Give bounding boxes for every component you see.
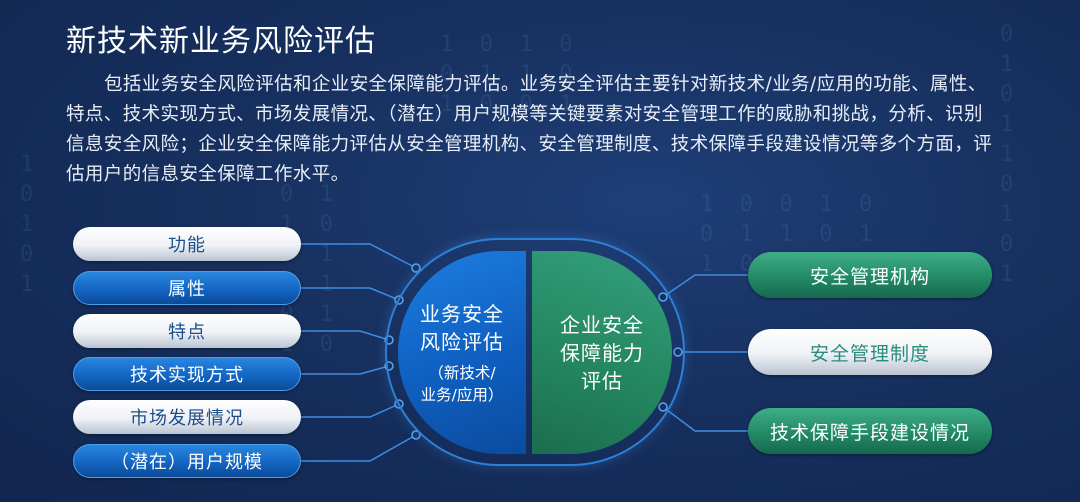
business-risk-sub-line1: （新技术/ <box>428 363 496 382</box>
business-risk-title-line1: 业务安全 <box>420 301 504 326</box>
connector-line-4 <box>301 365 390 375</box>
page-title: 新技术新业务风险评估 <box>66 24 376 59</box>
item-tech-measures: 技术保障手段建设情况 <box>748 408 992 454</box>
description-paragraph: 包括业务安全风险评估和企业安全保障能力评估。业务安全评估主要针对新技术/业务/应… <box>66 74 993 185</box>
connector-line-9 <box>662 406 748 432</box>
business-risk-title-line2: 风险评估 <box>420 329 504 354</box>
connector-line-1 <box>301 243 417 269</box>
connector-line-2 <box>301 287 400 301</box>
item-function: 功能 <box>73 227 301 261</box>
enterprise-title-line3: 评估 <box>581 368 623 393</box>
connector-line-3 <box>301 330 390 341</box>
center-capsule-outline <box>385 238 685 466</box>
item-attribute: 属性 <box>73 271 301 305</box>
item-management-system: 安全管理制度 <box>748 329 992 375</box>
connector-line-7 <box>662 274 748 298</box>
connector-line-5 <box>301 403 400 418</box>
business-risk-assessment: 业务安全 风险评估 （新技术/ 业务/应用） <box>398 251 526 454</box>
item-feature: 特点 <box>73 314 301 348</box>
item-market: 市场发展情况 <box>73 400 301 434</box>
item-user-scale: （潜在）用户规模 <box>73 444 301 478</box>
item-implementation: 技术实现方式 <box>73 357 301 391</box>
item-management-org: 安全管理机构 <box>748 252 992 298</box>
business-risk-sub-line2: 业务/应用） <box>420 385 504 404</box>
enterprise-title-line1: 企业安全 <box>560 312 644 337</box>
connector-line-6 <box>301 434 417 462</box>
enterprise-title-line2: 保障能力 <box>560 340 644 365</box>
